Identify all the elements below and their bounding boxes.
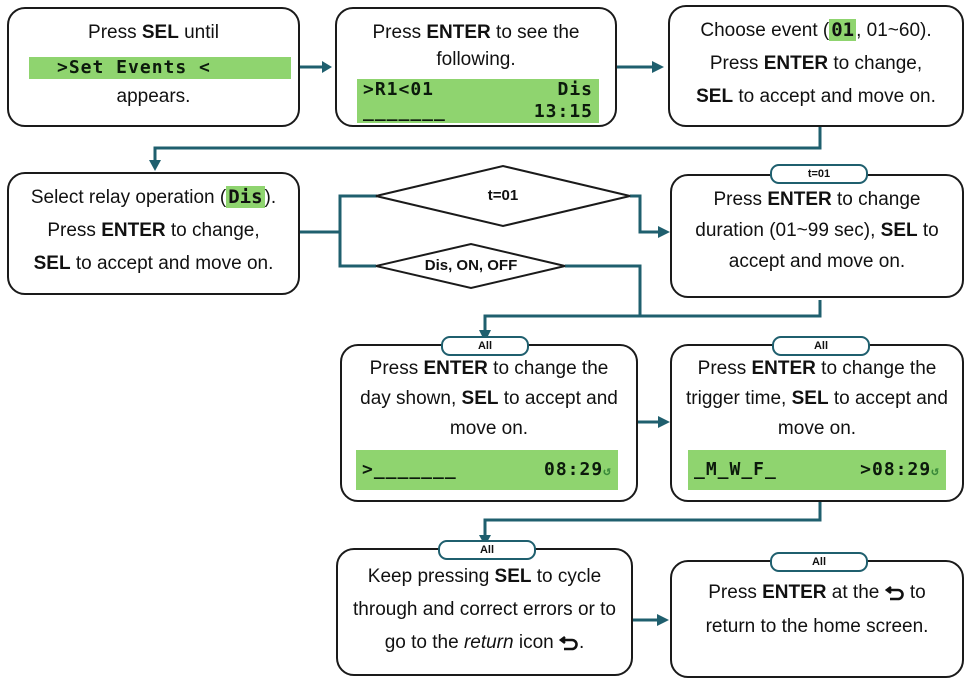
step-5-box: Press ENTER to change duration (01~99 se… [670,174,964,298]
step-1-line1: Press SEL until [88,22,219,43]
arrow-head [658,226,670,238]
step-8-tag: All [438,540,536,560]
lcd-return-icon: ↺ [931,464,940,479]
step-4-line3: SEL to accept and move on. [33,253,274,274]
return-icon [559,635,578,651]
step-9-tag: All [770,552,868,572]
lcd-set-events: >Set Events < [29,57,291,79]
arrow-head [322,61,332,73]
step-3-line2: Press ENTER to change, [709,53,923,74]
decision-label-top: t=01 [487,187,519,204]
step-6-box: Press ENTER to change the day shown, SEL… [340,344,638,502]
step-6-text: Press ENTER to change the day shown, SEL… [360,358,618,439]
step-7-tag: All [772,336,870,356]
step-3-line3: SEL to accept and move on. [696,86,936,107]
step-8-text: Keep pressing SEL to cycle through and c… [353,566,616,653]
step-5-text: Press ENTER to change duration (01~99 se… [695,189,939,272]
step-9-box: Press ENTER at the to return to the home… [670,560,964,678]
step-3-line1: Choose event (01, 01~60). [700,19,932,41]
arrow-head [652,61,664,73]
arrow-head [149,160,161,171]
arrow-head [658,416,670,428]
step-1-line3: appears. [116,86,191,107]
arrow-head [657,614,669,626]
step-5-tag: t=01 [770,164,868,184]
step-2-text: Press ENTER to see the following. [372,22,580,70]
step-4-box: Select relay operation (Dis). Press ENTE… [7,172,300,295]
step-7-box: Press ENTER to change the trigger time, … [670,344,964,502]
lcd-return-icon: ↺ [603,464,612,479]
step-6-tag: All [441,336,529,356]
step-2-box: Press ENTER to see the following. >R1<01… [335,7,617,127]
step-4-line2: Press ENTER to change, [47,220,260,241]
step-7-text: Press ENTER to change the trigger time, … [686,358,948,439]
step-1-box: Press SEL until >Set Events < appears. [7,7,300,127]
step-4-line1: Select relay operation (Dis). [30,186,277,208]
return-icon [884,585,904,601]
step-3-box: Choose event (01, 01~60). Press ENTER to… [668,5,964,127]
decision-label-bottom: Dis, ON, OFF [424,257,518,274]
lcd-day-screen: >_______ 08:29↺ [356,450,618,490]
step-9-text: Press ENTER at the to return to the home… [705,582,929,637]
step-8-box: Keep pressing SEL to cycle through and c… [336,548,633,676]
lcd-time-screen: _M_W_F_ >08:29↺ [688,450,946,490]
decision-diamond-bottom [375,242,566,290]
decision-diamond-top [375,164,631,228]
